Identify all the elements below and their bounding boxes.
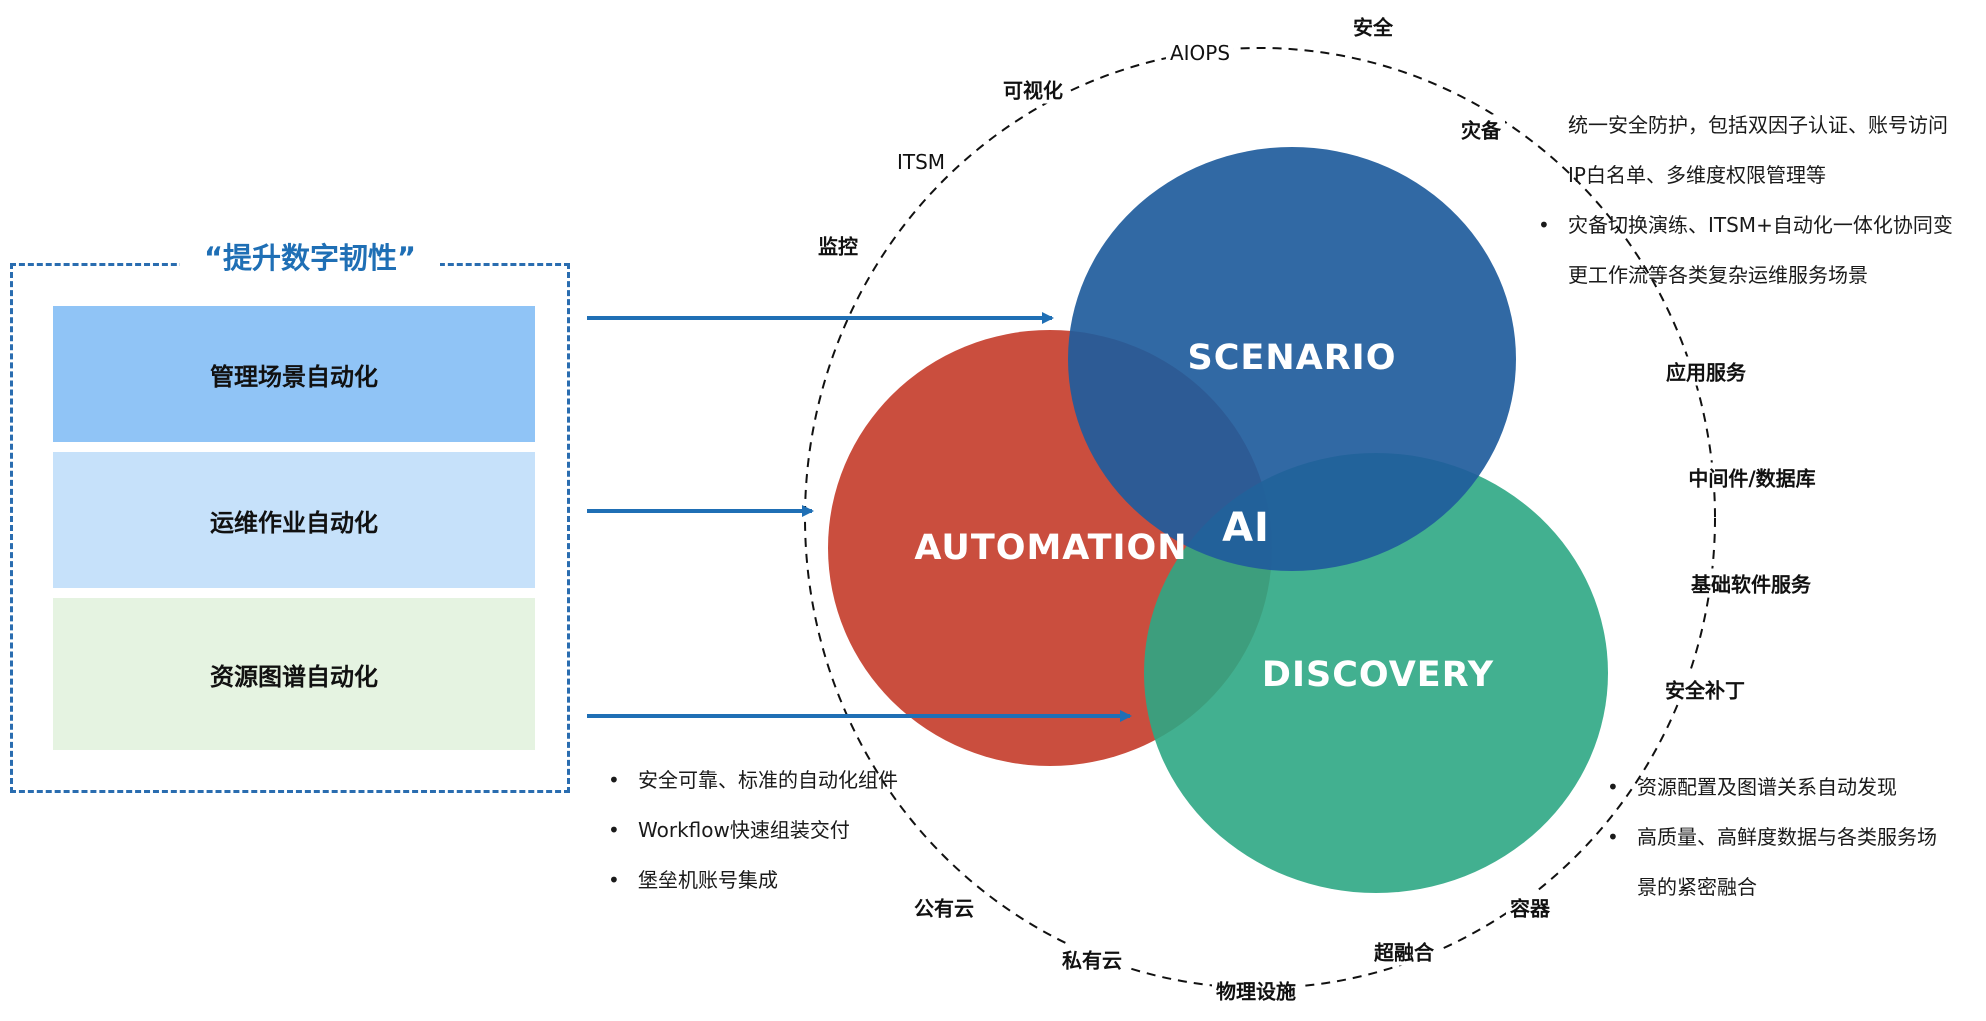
circle-scenario xyxy=(1068,147,1516,571)
box-label: 管理场景自动化 xyxy=(210,362,378,391)
note-line: 资源配置及图谱关系自动发现 xyxy=(1607,762,1937,812)
note-line: 高质量、高鲜度数据与各类服务场 xyxy=(1607,812,1937,862)
box-label: 运维作业自动化 xyxy=(210,508,378,537)
note-line: IP白名单、多维度权限管理等 xyxy=(1568,163,1826,187)
ring-label-security-patch: 安全补丁 xyxy=(1661,674,1749,704)
note-line: Workflow快速组装交付 xyxy=(608,805,898,855)
note-line: 统一安全防护，包括双因子认证、账号访问 xyxy=(1568,113,1948,137)
label-scenario: SCENARIO xyxy=(1187,338,1397,378)
box-management-scenario: 管理场景自动化 xyxy=(53,306,535,442)
discovery-notes: 资源配置及图谱关系自动发现 高质量、高鲜度数据与各类服务场 景的紧密融合 xyxy=(1607,762,1937,912)
ring-label-hyperconverged: 超融合 xyxy=(1370,936,1438,966)
ring-label-container: 容器 xyxy=(1506,892,1554,922)
box-resource-graph: 资源图谱自动化 xyxy=(53,598,535,750)
ring-label-app-services: 应用服务 xyxy=(1662,356,1750,386)
note-line: 安全可靠、标准的自动化组件 xyxy=(608,755,898,805)
box-label: 资源图谱自动化 xyxy=(210,662,378,691)
ring-label-physical-facilities: 物理设施 xyxy=(1212,975,1300,1005)
ring-label-security: 安全 xyxy=(1349,11,1397,41)
ring-label-visualization: 可视化 xyxy=(999,74,1067,104)
ring-label-monitoring: 监控 xyxy=(814,230,862,260)
label-discovery: DISCOVERY xyxy=(1261,655,1495,695)
panel-title: “提升数字韧性” xyxy=(180,234,440,282)
ring-label-disaster-recovery: 灾备 xyxy=(1457,114,1505,144)
box-ops-job: 运维作业自动化 xyxy=(53,452,535,588)
automation-notes: 安全可靠、标准的自动化组件 Workflow快速组装交付 堡垒机账号集成 xyxy=(608,755,898,905)
label-automation: AUTOMATION xyxy=(914,528,1188,568)
note-line: 更工作流等各类复杂运维服务场景 xyxy=(1568,263,1868,287)
scenario-notes: 统一安全防护，包括双因子认证、账号访问 IP白名单、多维度权限管理等 灾备切换演… xyxy=(1538,100,1953,300)
ring-label-private-cloud: 私有云 xyxy=(1058,944,1126,974)
note-line: 灾备切换演练、ITSM+自动化一体化协同变 xyxy=(1538,200,1953,250)
ring-label-middleware-db: 中间件/数据库 xyxy=(1684,462,1820,492)
note-line: 景的紧密融合 xyxy=(1637,875,1757,899)
label-ai-center: AI xyxy=(1222,505,1270,551)
ring-label-itsm: ITSM xyxy=(892,150,950,174)
ring-label-base-software: 基础软件服务 xyxy=(1687,568,1815,598)
ring-label-aiops: AIOPS xyxy=(1165,41,1235,65)
ring-label-public-cloud: 公有云 xyxy=(910,892,978,922)
note-line: 堡垒机账号集成 xyxy=(608,855,898,905)
